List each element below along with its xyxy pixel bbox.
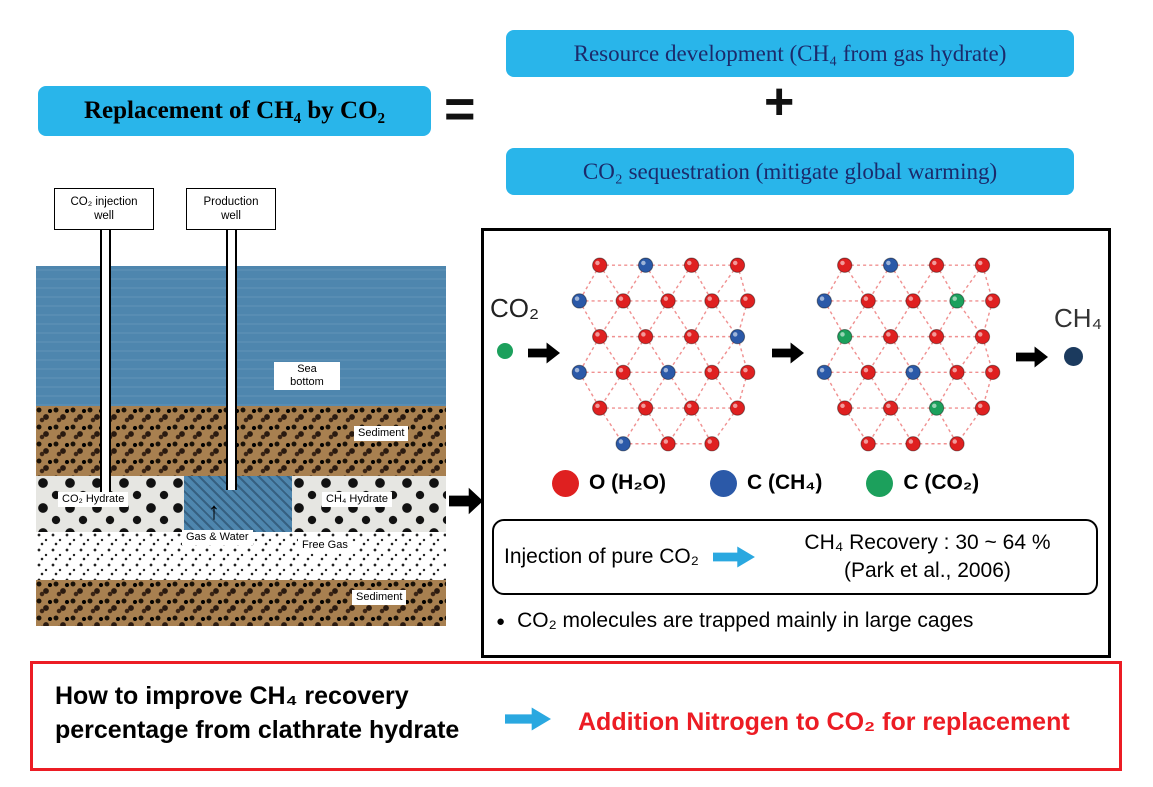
question-line2: percentage from clathrate hydrate	[55, 715, 460, 744]
production-well-line2: well	[221, 210, 241, 222]
sea-bottom-label: Sea bottom	[274, 362, 340, 391]
recovery-result-box: Injection of pure CO₂ CH₄ Recovery : 30 …	[492, 519, 1098, 595]
sea-bottom-line2: bottom	[290, 376, 324, 389]
sea-layer	[36, 266, 446, 406]
co2-injection-well-line2: well	[94, 210, 114, 222]
resource-development-label: Resource development (CH₄ from gas hydra…	[573, 40, 1007, 66]
methane-carbon-dot-icon	[710, 469, 737, 497]
sea-bottom-line1: Sea	[297, 363, 317, 375]
title-box: Replacement of CH₄ by CO₂	[38, 86, 431, 136]
legend-label-methane: C (CH₄)	[747, 471, 823, 494]
question-text: How to improve CH₄ recovery percentage f…	[55, 680, 459, 748]
hydrate-cage-after	[816, 257, 1001, 452]
co2-molecule-label: CO₂	[490, 293, 540, 323]
co2-enter-arrow-icon	[528, 342, 560, 364]
legend-item-methane: C (CH₄)	[710, 469, 823, 497]
atom-legend: O (H₂O) C (CH₄) C (CO₂)	[552, 465, 979, 501]
gas-water-zone	[184, 476, 292, 532]
recovery-line1: CH₄ Recovery : 30 ~ 64 %	[804, 530, 1051, 554]
geo-to-molecular-arrow-icon	[449, 487, 483, 515]
water-oxygen-dot-icon	[552, 469, 579, 497]
ch4-hydrate-label: CH₄ Hydrate	[322, 492, 392, 508]
legend-label-water: O (H₂O)	[589, 471, 666, 494]
resource-development-box: Resource development (CH₄ from gas hydra…	[506, 30, 1074, 77]
ch4-exit-arrow-icon	[1016, 346, 1048, 368]
hydrate-cage-before	[571, 257, 756, 452]
trapped-cages-note: ● CO₂ molecules are trapped mainly in la…	[496, 609, 973, 633]
plus-sign: +	[764, 73, 795, 131]
free-gas-layer	[36, 532, 446, 580]
legend-item-water: O (H₂O)	[552, 469, 666, 497]
equals-sign: =	[444, 79, 476, 139]
co2-injection-well-pipe	[100, 228, 111, 500]
gas-flow-up-arrow-icon: ↑	[208, 498, 220, 525]
implies-arrow-icon	[712, 546, 755, 568]
conclusion-arrow-icon	[505, 707, 551, 731]
ch4-molecule-dot	[1064, 347, 1083, 366]
geological-cross-section: CO₂ injection well Production well Sea b…	[36, 186, 446, 626]
co2-sequestration-box: CO₂ sequestration (mitigate global warmi…	[506, 148, 1074, 195]
bullet-icon: ●	[496, 612, 506, 630]
gas-water-label: Gas & Water	[182, 530, 253, 546]
legend-label-co2: C (CO₂)	[903, 471, 980, 494]
answer-text: Addition Nitrogen to CO₂ for replacement	[578, 708, 1070, 736]
conclusion-box: How to improve CH₄ recovery percentage f…	[30, 661, 1122, 771]
production-well-line1: Production	[203, 195, 259, 208]
recovery-text: CH₄ Recovery : 30 ~ 64 % (Park et al., 2…	[769, 529, 1086, 586]
co2-carbon-dot-icon	[866, 469, 894, 497]
co2-injection-well-line1: CO₂ injection	[70, 195, 138, 208]
co2-injection-well-label: CO₂ injection well	[54, 188, 154, 230]
molecular-replacement-box: CO₂ CH₄ O (H₂O) C (CH₄) C (CO₂) Injectio…	[481, 228, 1111, 658]
production-well-pipe	[226, 228, 237, 490]
injection-label: Injection of pure CO₂	[504, 545, 699, 568]
trapped-cages-text: CO₂ molecules are trapped mainly in larg…	[517, 609, 974, 632]
co2-hydrate-label: CO₂ Hydrate	[58, 492, 129, 508]
sediment-bottom-label: Sediment	[352, 590, 407, 606]
co2-molecule-dot	[497, 343, 513, 359]
replacement-arrow-icon	[772, 342, 804, 364]
sediment-top-label: Sediment	[354, 426, 409, 442]
ch4-molecule-label: CH₄	[1054, 303, 1103, 333]
co2-sequestration-label: CO₂ sequestration (mitigate global warmi…	[582, 158, 998, 184]
question-line1: How to improve CH₄ recovery	[55, 682, 409, 710]
recovery-citation: (Park et al., 2006)	[844, 559, 1011, 582]
free-gas-label: Free Gas	[298, 538, 352, 554]
production-well-label: Production well	[186, 188, 276, 230]
slide-title: Replacement of CH₄ by CO₂	[83, 97, 386, 124]
legend-item-co2: C (CO₂)	[866, 469, 980, 497]
